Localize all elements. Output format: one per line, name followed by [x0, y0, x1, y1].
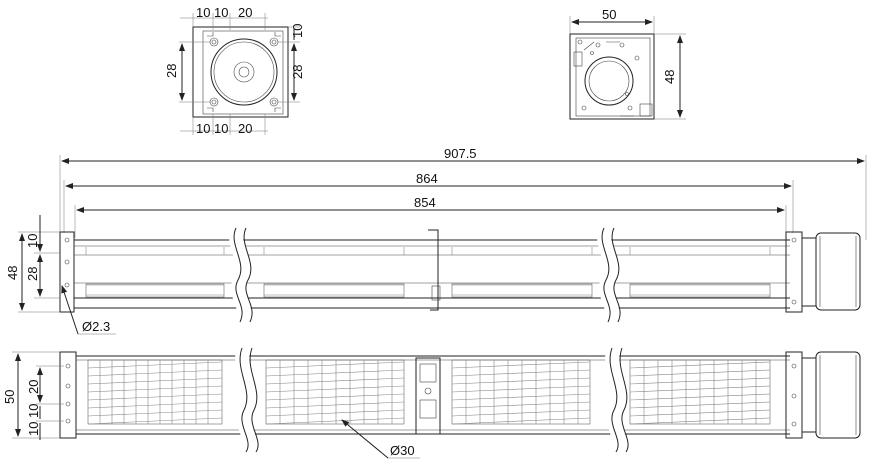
impeller-diameter-leader: Ø30	[341, 419, 420, 459]
bearing-holes	[577, 39, 640, 111]
dim-plan-height: 50	[2, 390, 17, 404]
dim-height: 48	[662, 70, 677, 84]
break-line	[233, 227, 243, 323]
end-plate-outline	[192, 26, 289, 118]
center-bracket	[428, 229, 439, 311]
dim-plan-20: 20	[26, 380, 41, 394]
dim-bottom-2: 10	[214, 121, 228, 136]
impeller-segment	[263, 283, 405, 298]
dim-width: 50	[602, 7, 616, 22]
impeller-blades	[87, 359, 771, 425]
impeller-segment	[85, 283, 225, 298]
left-end-plate-plan	[59, 351, 77, 439]
motor-body-plan	[815, 351, 861, 439]
break-line	[609, 347, 619, 453]
dim-bottom-1: 10	[196, 121, 210, 136]
dim-top-3: 20	[238, 5, 252, 20]
center-bearing-block	[415, 357, 441, 435]
impeller-segment	[451, 283, 593, 298]
motor-housing-circle	[210, 38, 278, 106]
right-end-plate-plan	[785, 351, 803, 439]
front-view: 48 10 28 Ø2.3	[5, 215, 861, 335]
dim-impeller-length: 854	[414, 195, 436, 210]
dim-bottom-3: 20	[238, 121, 252, 136]
left-end-plate	[59, 231, 75, 313]
length-dimensions: 907.5 864 854	[59, 146, 867, 240]
impeller-diameter-label: Ø30	[390, 443, 415, 458]
right-height-dimension: 28 10	[278, 24, 305, 103]
bearing-circle	[584, 56, 634, 106]
shaft-hub	[233, 61, 255, 83]
break-line	[601, 227, 611, 323]
top-row-dimensions: 10 10 20	[180, 5, 268, 30]
dim-right-top: 10	[290, 24, 305, 38]
plan-height-dimensions: 50 20 10 10	[2, 351, 64, 440]
end-plate-inner	[202, 30, 284, 115]
left-height-dimension: 28	[164, 41, 210, 103]
bearing-plate-outline	[569, 33, 655, 120]
dim-top-1: 10	[196, 5, 210, 20]
dim-housing-length: 864	[416, 171, 438, 186]
height-dimension: 48	[654, 33, 686, 120]
dim-front-10: 10	[25, 234, 40, 248]
plan-view: 50 20 10 10 Ø30	[2, 345, 861, 459]
break-line	[239, 347, 249, 453]
end-view-motor: 10 10 20 10 10 20 28 28 10	[164, 5, 305, 136]
dim-left-height: 28	[164, 64, 179, 78]
dim-front-28: 28	[25, 267, 40, 281]
impeller-segment	[629, 283, 771, 298]
width-dimension: 50	[569, 7, 655, 34]
dim-plan-10b: 10	[26, 422, 41, 436]
dim-plan-10a: 10	[26, 404, 41, 418]
motor-body	[815, 232, 861, 311]
dim-right-height: 28	[290, 65, 305, 79]
dim-front-height: 48	[5, 266, 20, 280]
mounting-holes	[209, 37, 279, 107]
dim-overall-length: 907.5	[444, 146, 477, 161]
bottom-row-dimensions: 10 10 20	[180, 114, 268, 136]
hole-diameter-label: Ø2.3	[82, 319, 110, 334]
end-view-bearing: 50 48	[569, 7, 686, 120]
front-height-dimensions: 48 10 28 Ø2.3	[5, 215, 116, 335]
dim-top-2: 10	[214, 5, 228, 20]
